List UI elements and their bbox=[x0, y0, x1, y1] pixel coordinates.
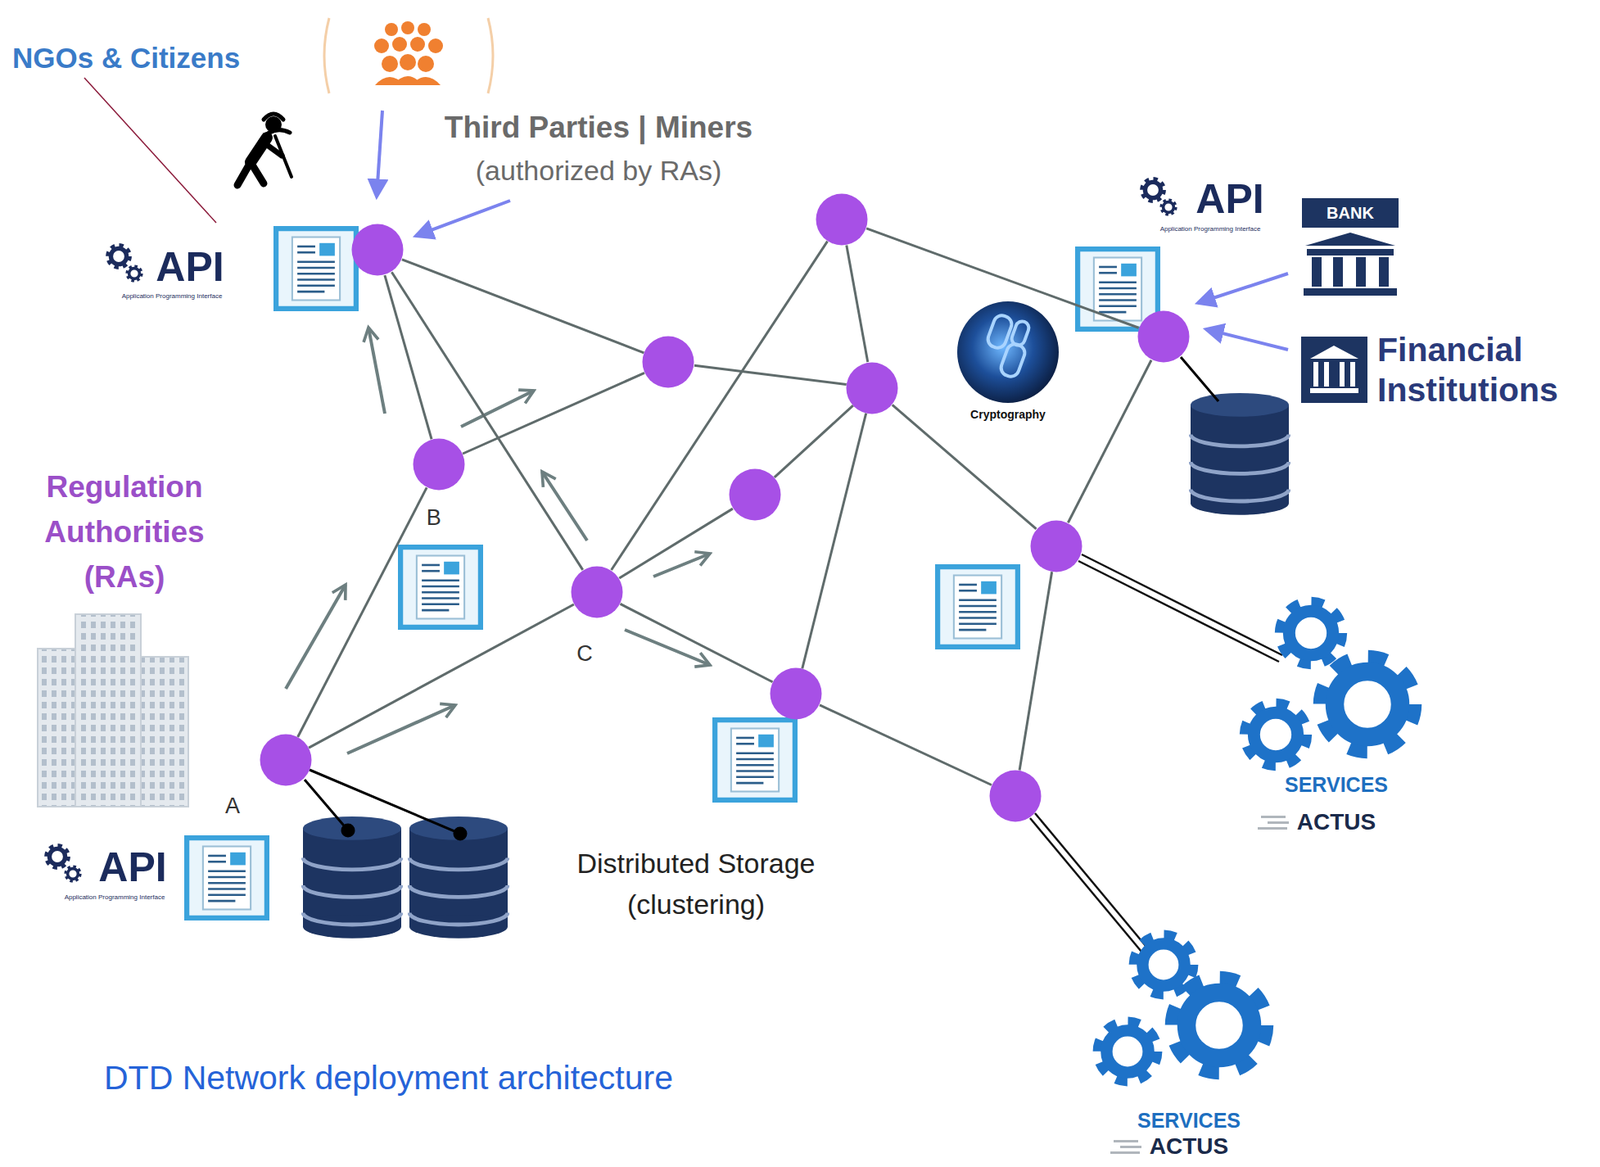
node-circle bbox=[815, 193, 868, 246]
api-logo-text: API bbox=[98, 842, 167, 892]
node-circle-shape bbox=[571, 565, 624, 618]
building-icon bbox=[37, 614, 189, 807]
node-circle-shape bbox=[352, 224, 404, 276]
node-circle-shape bbox=[642, 336, 695, 389]
network-node bbox=[641, 335, 695, 389]
note-label: (authorized by RAs) bbox=[475, 153, 722, 188]
node-circle bbox=[845, 361, 899, 415]
group-label: Financial Institutions bbox=[1377, 329, 1582, 411]
network-link bbox=[308, 604, 575, 748]
network-node bbox=[845, 361, 899, 415]
node-circle-shape bbox=[729, 469, 782, 521]
group-label: Third Parties | Miners bbox=[444, 109, 753, 146]
document-icons bbox=[186, 228, 1158, 918]
network-node bbox=[1137, 310, 1190, 363]
node-circle-shape bbox=[989, 770, 1041, 823]
node-circle bbox=[989, 769, 1042, 823]
storage-label: Distributed Storage (clustering) bbox=[536, 843, 856, 926]
api-logo-subtitle: Application Programming Interface bbox=[122, 292, 223, 301]
service-label: SERVICES bbox=[1137, 1107, 1241, 1133]
flow-arrows bbox=[285, 327, 710, 754]
network-link bbox=[619, 603, 773, 682]
network-link bbox=[1067, 360, 1152, 523]
node-circle-shape bbox=[770, 668, 823, 720]
api-logo-subtitle: Application Programming Interface bbox=[1160, 225, 1262, 234]
network-node bbox=[815, 193, 868, 246]
bank-icon bbox=[1301, 198, 1399, 296]
node-circle-shape bbox=[846, 361, 899, 414]
api-logo-text: API bbox=[155, 242, 224, 292]
network-link bbox=[1019, 571, 1053, 770]
network-link bbox=[774, 405, 854, 478]
node-circle bbox=[728, 468, 782, 521]
api-logo-text: API bbox=[1195, 174, 1264, 224]
actus-logo-text: ACTUS bbox=[1149, 1132, 1229, 1161]
node-circle-shape bbox=[259, 734, 312, 787]
api-gears bbox=[46, 179, 1176, 882]
network-link bbox=[462, 372, 645, 454]
network-node bbox=[728, 468, 782, 521]
network-node bbox=[989, 769, 1042, 823]
network-link bbox=[619, 508, 733, 579]
network-node: A bbox=[259, 733, 312, 787]
node-letter: B bbox=[426, 504, 442, 531]
actus-logo-streaks bbox=[1110, 815, 1289, 1154]
group-label: Regulation Authorities (RAs) bbox=[22, 465, 227, 600]
node-circle bbox=[1030, 519, 1083, 573]
node-circle bbox=[570, 565, 624, 619]
node-circle bbox=[1137, 310, 1190, 363]
node-circle bbox=[641, 335, 695, 389]
network-node: C bbox=[570, 565, 624, 619]
network-link bbox=[402, 259, 644, 353]
network-node bbox=[351, 223, 404, 276]
institution-icon bbox=[1301, 336, 1368, 403]
node-circle bbox=[769, 667, 823, 720]
miner-icon bbox=[237, 113, 292, 186]
icon-label: Cryptography bbox=[970, 407, 1046, 422]
network-link bbox=[611, 241, 828, 570]
api-logo-subtitle: Application Programming Interface bbox=[64, 893, 166, 902]
people-icon bbox=[324, 18, 493, 94]
leader-line bbox=[84, 77, 217, 223]
network-link bbox=[694, 365, 847, 385]
bank-sign: BANK bbox=[1326, 203, 1375, 223]
node-circle-shape bbox=[1030, 519, 1082, 572]
pointer-arrows bbox=[376, 110, 1289, 350]
network-node bbox=[769, 667, 823, 720]
node-circle bbox=[259, 733, 312, 787]
node-letter: A bbox=[225, 792, 240, 819]
database-icons bbox=[302, 393, 1289, 939]
network-link bbox=[846, 244, 868, 362]
network-link bbox=[866, 228, 1139, 328]
node-circle-shape bbox=[412, 438, 465, 491]
node-circle-shape bbox=[1137, 311, 1189, 363]
actus-logo-text: ACTUS bbox=[1297, 808, 1376, 837]
node-letter: C bbox=[576, 640, 593, 667]
caption: DTD Network deployment architecture bbox=[103, 1057, 674, 1099]
network-link bbox=[802, 413, 867, 669]
node-circle bbox=[351, 223, 404, 276]
network-link bbox=[819, 705, 992, 786]
cryptography-icon bbox=[957, 301, 1059, 403]
service-label: SERVICES bbox=[1284, 772, 1388, 797]
network-node: B bbox=[412, 438, 466, 491]
group-label: NGOs & Citizens bbox=[12, 40, 240, 76]
service-links bbox=[1030, 554, 1283, 957]
node-circle-shape bbox=[816, 193, 868, 245]
network-link bbox=[391, 271, 583, 570]
network-node bbox=[1030, 519, 1083, 573]
service-gears bbox=[1098, 602, 1413, 1081]
network-link bbox=[892, 404, 1037, 529]
node-circle bbox=[412, 438, 466, 491]
network-link bbox=[298, 487, 428, 737]
storage-links bbox=[304, 357, 1219, 840]
